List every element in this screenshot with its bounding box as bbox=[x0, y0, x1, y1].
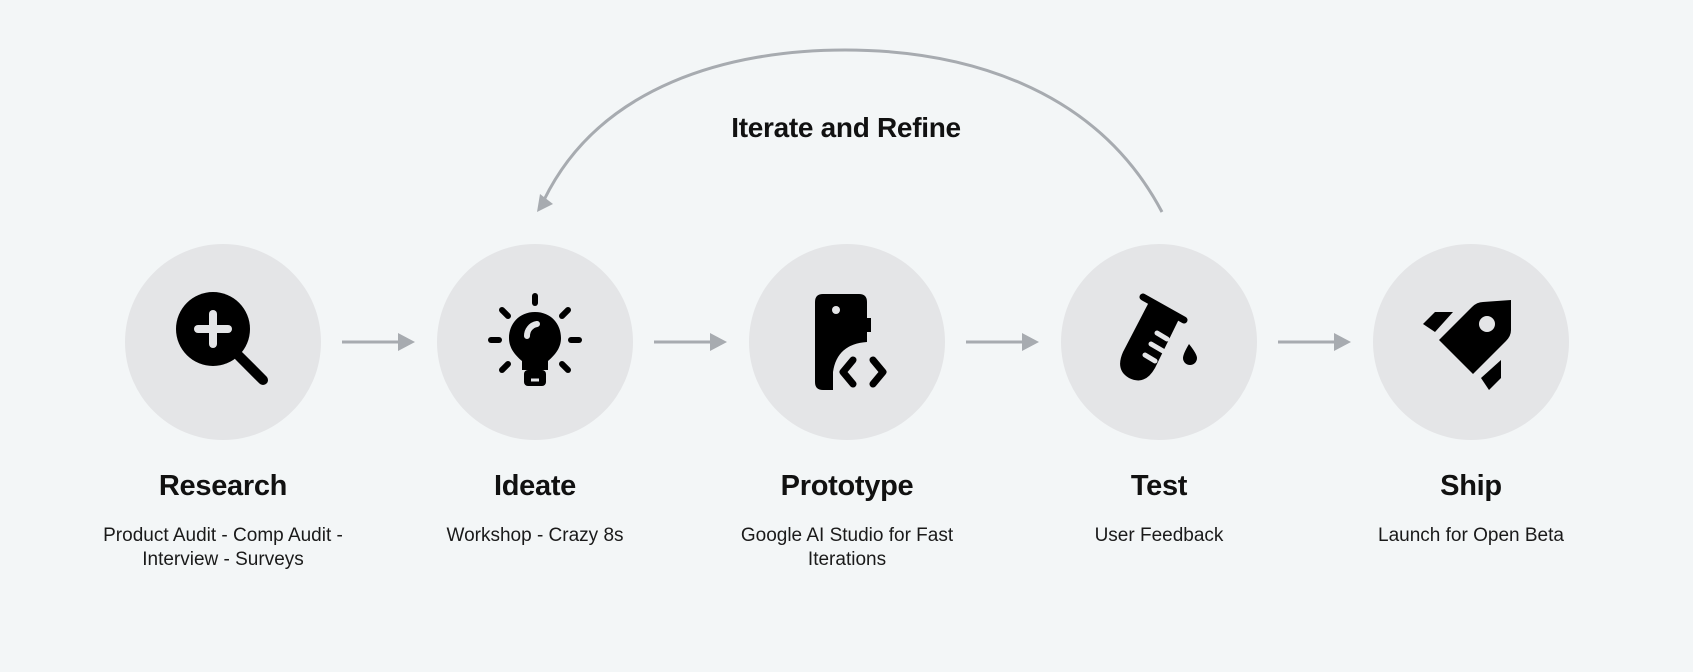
lightbulb-icon bbox=[488, 293, 582, 386]
step-description: Product Audit - Comp Audit - Interview -… bbox=[103, 525, 343, 570]
step-description: User Feedback bbox=[1094, 525, 1224, 546]
arrow-test-ship bbox=[1278, 333, 1351, 351]
phone-code-icon bbox=[815, 294, 887, 390]
step-description: Google AI Studio for Fast Iterations bbox=[740, 525, 954, 570]
arrow-ideate-prototype bbox=[654, 333, 727, 351]
arrow-prototype-test bbox=[966, 333, 1039, 351]
iterate-loop-arrow bbox=[542, 48, 1164, 213]
test-tube-icon bbox=[1120, 293, 1197, 381]
step-description: Workshop - Crazy 8s bbox=[446, 525, 624, 546]
rocket-icon bbox=[1423, 300, 1511, 390]
step-title: Test bbox=[1130, 470, 1188, 502]
loop-label: Iterate and Refine bbox=[731, 112, 961, 143]
arrow-research-ideate bbox=[342, 333, 415, 351]
step-title: Ideate bbox=[493, 470, 576, 502]
step-title: Research bbox=[158, 470, 288, 502]
step-title: Ship bbox=[1440, 470, 1502, 502]
step-description: Launch for Open Beta bbox=[1378, 525, 1564, 546]
iterate-loop-arrowhead bbox=[537, 194, 553, 212]
step-title: Prototype bbox=[780, 470, 914, 502]
magnifier-plus-icon bbox=[176, 292, 268, 385]
